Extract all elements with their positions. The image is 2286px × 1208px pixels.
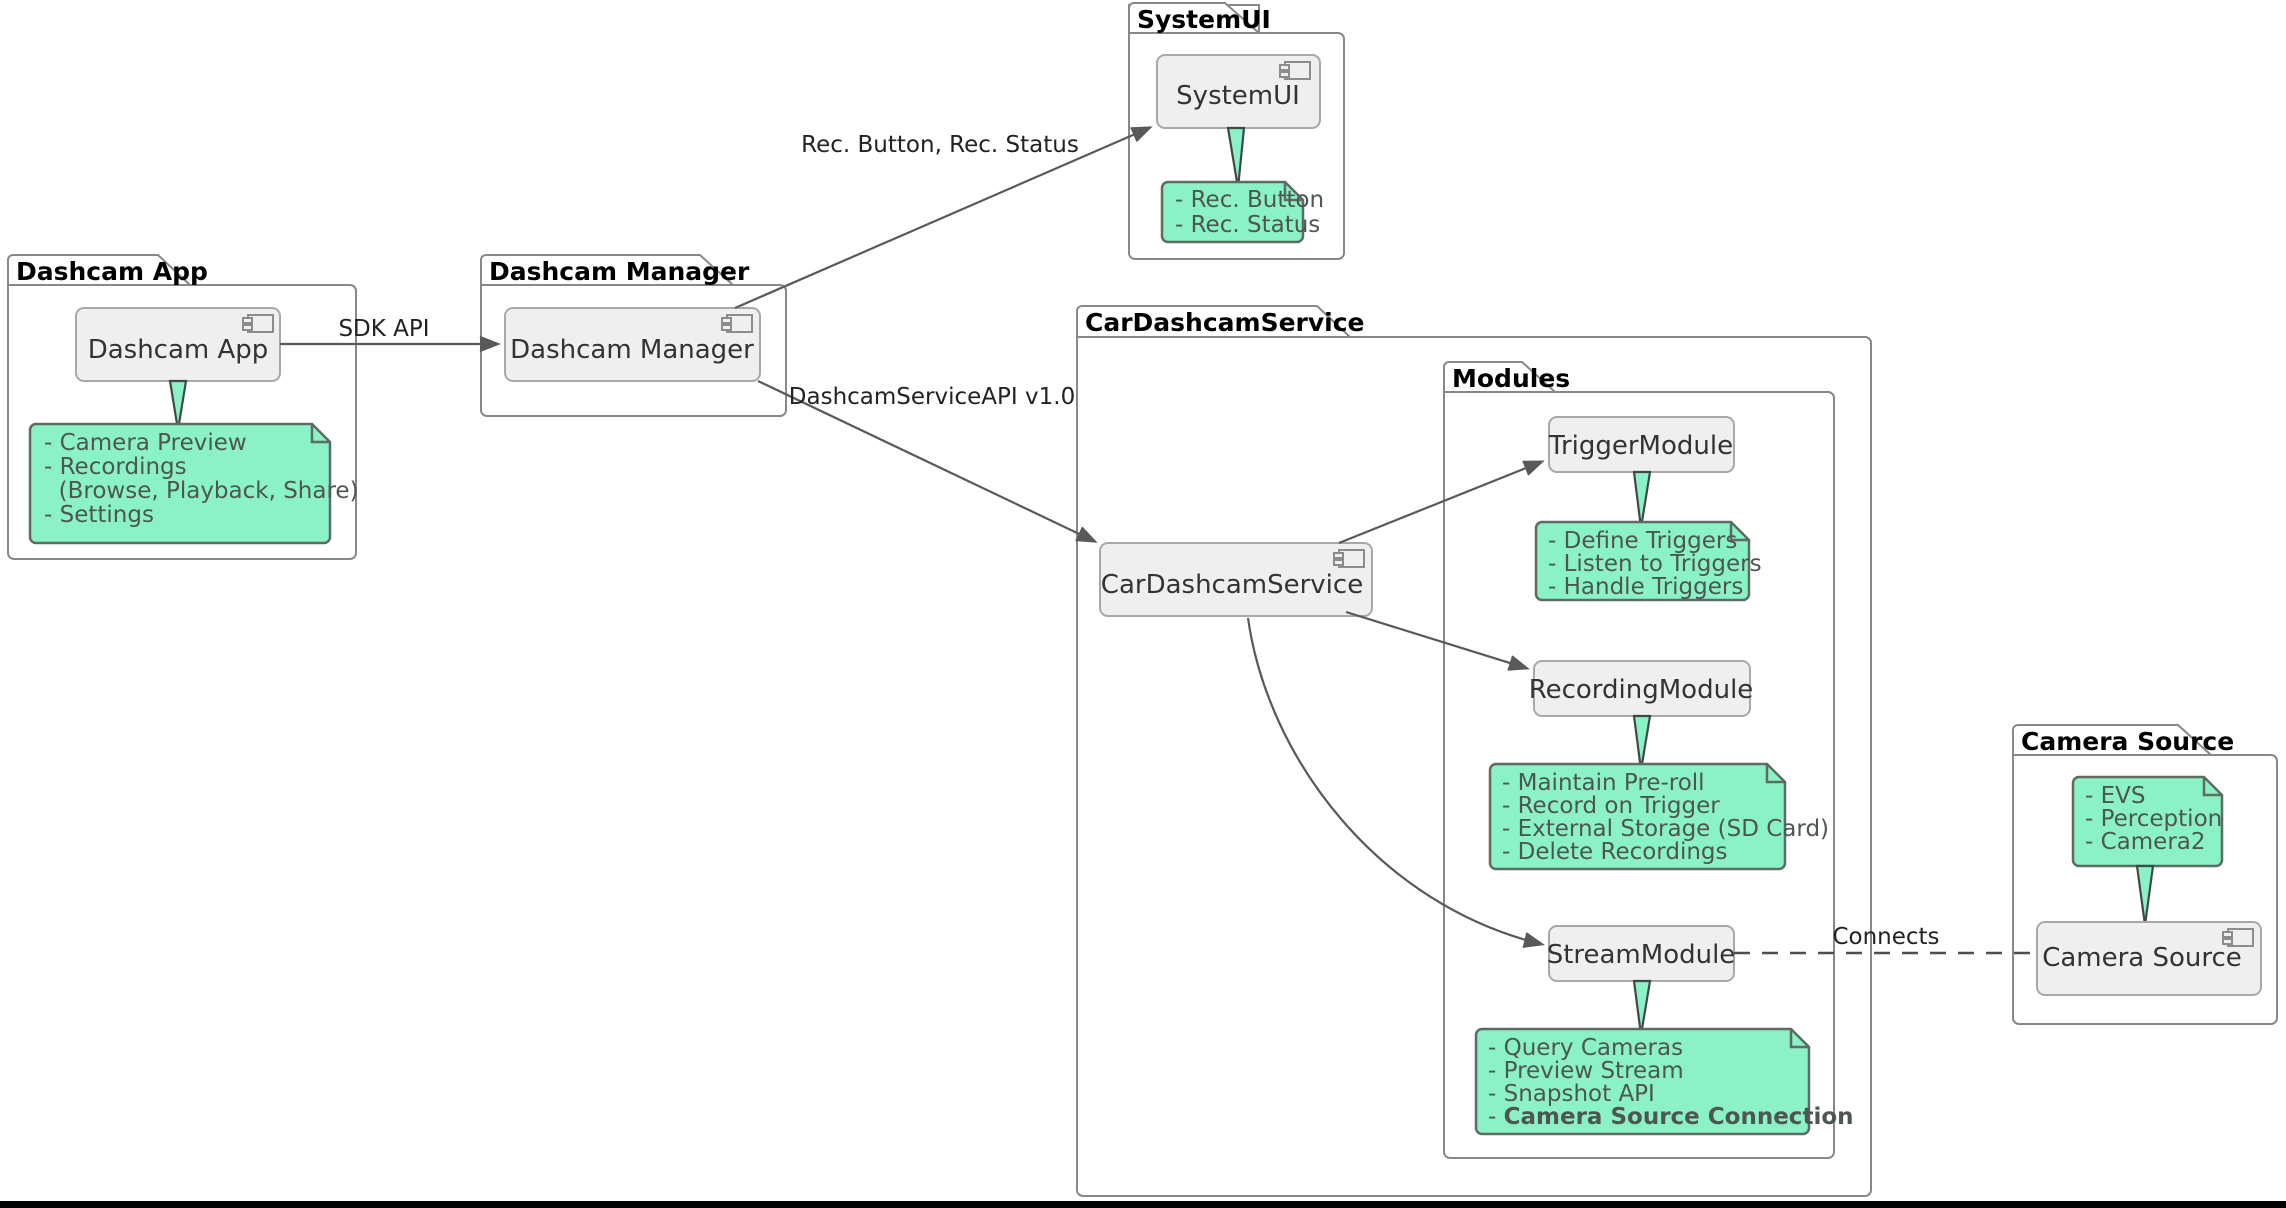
component-icon: [2222, 928, 2254, 947]
note-trigger-module: - Define Triggers - Listen to Triggers -…: [1534, 470, 1762, 602]
component-stream-module[interactable]: StreamModule: [1547, 925, 1736, 982]
component-label-stream-module: StreamModule: [1547, 940, 1736, 970]
package-label-dashcam-manager: Dashcam Manager: [489, 257, 750, 286]
component-dashcam-app[interactable]: Dashcam App: [75, 307, 281, 382]
package-label-car-dashcam-service: CarDashcamService: [1085, 308, 1365, 337]
note-line: - Handle Triggers: [1548, 574, 1743, 600]
component-icon: [242, 314, 274, 333]
note-line: - Preview Stream: [1488, 1058, 1684, 1084]
note-system-ui: - Rec. Button - Rec. Status: [1160, 126, 1324, 244]
edge-label-rec-button-status: Rec. Button, Rec. Status: [801, 132, 1079, 158]
note-line: - Camera2: [2085, 829, 2206, 855]
component-icon: [1279, 61, 1311, 80]
component-icon: [721, 314, 753, 333]
component-icon: [1333, 549, 1365, 568]
note-line: - EVS: [2085, 783, 2145, 809]
component-label-trigger-module: TriggerModule: [1548, 431, 1733, 461]
package-label-system-ui: SystemUI: [1137, 5, 1271, 34]
edge-rec-button-status: Rec. Button, Rec. Status: [734, 128, 1149, 310]
package-system-ui: SystemUI SystemUI - Rec. Button - Rec. S…: [1128, 2, 1345, 260]
component-label-dashcam-manager: Dashcam Manager: [510, 335, 754, 365]
note-line: - Record on Trigger: [1502, 793, 1720, 819]
note-line: - Rec. Button: [1175, 187, 1324, 213]
note-line: - Query Cameras: [1488, 1035, 1683, 1061]
note-line: - Listen to Triggers: [1548, 551, 1762, 577]
note-line: (Browse, Playback, Share): [44, 478, 359, 504]
package-camera-source: Camera Source - EVS - Perception - Camer…: [2012, 724, 2278, 1025]
package-label-modules: Modules: [1452, 364, 1570, 393]
component-label-system-ui: SystemUI: [1176, 81, 1300, 111]
edge-label-connects: Connects: [1832, 924, 1939, 950]
note-recording-module: - Maintain Pre-roll - Record on Trigger …: [1488, 714, 1829, 871]
component-trigger-module[interactable]: TriggerModule: [1548, 416, 1735, 473]
note-line: - External Storage (SD Card): [1502, 816, 1829, 842]
component-dashcam-manager[interactable]: Dashcam Manager: [504, 307, 761, 382]
note-line: - Camera Source Connection: [1488, 1104, 1854, 1130]
note-line: - Camera Preview: [44, 430, 247, 456]
package-dashcam-app: Dashcam App Dashcam App - Camera Preview…: [7, 254, 359, 560]
note-line: - Rec. Status: [1175, 212, 1320, 238]
note-line: - Delete Recordings: [1502, 839, 1728, 865]
edge-to-trigger-module: [1338, 462, 1541, 545]
note-line: - Maintain Pre-roll: [1502, 770, 1705, 796]
edge-to-recording-module: [1345, 610, 1526, 668]
component-label-car-dashcam-service: CarDashcamService: [1101, 570, 1363, 600]
package-label-camera-source: Camera Source: [2021, 727, 2234, 756]
package-car-dashcam-service: CarDashcamService CarDashcamService Modu…: [1076, 305, 1872, 1197]
component-label-camera-source: Camera Source: [2042, 943, 2242, 973]
note-line: - Snapshot API: [1488, 1081, 1655, 1107]
note-dashcam-app: - Camera Preview - Recordings (Browse, P…: [28, 379, 359, 545]
edge-sdk-api: SDK API: [280, 316, 497, 344]
edge-label-dashcam-service-api: DashcamServiceAPI v1.0: [789, 384, 1075, 410]
component-recording-module[interactable]: RecordingModule: [1529, 660, 1754, 717]
package-dashcam-manager: Dashcam Manager Dashcam Manager: [480, 254, 787, 417]
edge-label-sdk-api: SDK API: [338, 316, 429, 342]
package-modules: Modules TriggerModule - Define Triggers …: [1443, 361, 1854, 1159]
note-line-bold: Camera Source Connection: [1504, 1104, 1854, 1130]
note-line: - Perception: [2085, 806, 2222, 832]
component-system-ui[interactable]: SystemUI: [1156, 54, 1321, 129]
component-label-recording-module: RecordingModule: [1529, 675, 1754, 705]
note-camera-source: - EVS - Perception - Camera2: [2071, 775, 2224, 926]
component-car-dashcam-service[interactable]: CarDashcamService: [1099, 542, 1373, 617]
bottom-border-band: [0, 1201, 2286, 1208]
note-line: - Recordings: [44, 454, 187, 480]
edge-connects: Connects: [1734, 924, 2037, 955]
edge-dashcam-service-api: DashcamServiceAPI v1.0: [757, 380, 1094, 541]
note-line: - Settings: [44, 502, 154, 528]
edge-to-stream-module: [1246, 617, 1541, 944]
component-camera-source[interactable]: Camera Source: [2036, 921, 2262, 996]
component-label-dashcam-app: Dashcam App: [88, 335, 269, 365]
package-label-dashcam-app: Dashcam App: [16, 257, 208, 286]
note-stream-module: - Query Cameras - Preview Stream - Snaps…: [1474, 979, 1854, 1136]
note-line: - Define Triggers: [1548, 528, 1737, 554]
